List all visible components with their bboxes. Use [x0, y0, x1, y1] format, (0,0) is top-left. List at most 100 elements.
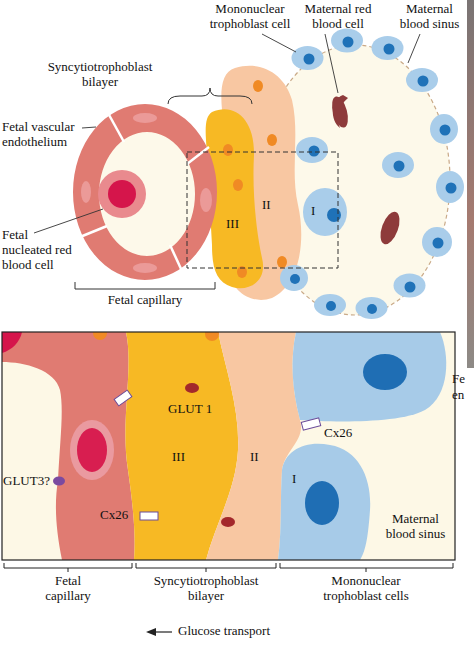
trophoblast-cell [303, 188, 347, 236]
region-label: Syncytiotrophoblast bilayer [141, 574, 271, 604]
maternal-red-cell [329, 95, 351, 130]
trophoblast-nucleus [394, 161, 405, 172]
trophoblast-nucleus [367, 304, 377, 314]
region-bracket [280, 563, 453, 572]
endothelium-nucleus [81, 113, 212, 273]
trophoblast-cell [293, 332, 447, 421]
leader-line [34, 209, 103, 233]
fetal-endothelium [73, 104, 217, 280]
protein-label: GLUT 1 [168, 402, 212, 417]
trophoblast-cell [331, 29, 363, 53]
connexin-channel [114, 390, 132, 406]
leader-line [325, 34, 338, 93]
connexin-channel [301, 418, 320, 430]
panel-border [2, 332, 455, 560]
leader-line [82, 127, 96, 128]
endothelium-cell-gap [80, 226, 107, 237]
fetal-red-cell [77, 428, 107, 472]
trophoblast-nucleus [326, 301, 336, 311]
structure-label: Mononuclear trophoblast cell [200, 2, 300, 32]
endothelium-nucleus [70, 420, 114, 480]
trophoblast-nucleus [305, 481, 339, 525]
protein-label: Cx26 [324, 426, 352, 441]
trophoblast-cell [422, 227, 452, 257]
fetal-red-cell [108, 180, 136, 208]
fetal-red-cell [98, 170, 146, 218]
connexin-channel [140, 512, 158, 520]
fetal-endothelium [2, 332, 135, 560]
fetal-red-cell [2, 332, 22, 353]
trophoblast-cell [406, 68, 438, 92]
trophoblast-nucleus [290, 37, 457, 315]
trophoblast-cell [372, 36, 404, 60]
trophoblast-cell [280, 29, 464, 320]
syncytio-nucleus [223, 80, 287, 278]
enlarged-panel [2, 332, 455, 560]
glut1-transporter [221, 517, 235, 527]
structure-label: Maternal red blood cell [298, 2, 378, 32]
trophoblast-cell [280, 265, 308, 291]
endothelium-cell-gap [170, 245, 182, 271]
zoom-box [187, 152, 338, 268]
fetal-red-cell [98, 170, 146, 218]
protein-label: Cx26 [100, 508, 128, 523]
leader-line [262, 34, 296, 52]
panel-border [2, 332, 455, 560]
trophoblast-nucleus [363, 354, 407, 390]
leader-line [408, 34, 420, 63]
trophoblast-nucleus [290, 274, 300, 284]
region-label: Maternal blood sinus [378, 512, 453, 542]
syncytio-nucleus [253, 80, 263, 92]
region-label: Mononuclear trophoblast cells [311, 574, 421, 604]
zoom-box [187, 152, 338, 268]
trophoblast-cell [356, 297, 388, 319]
endothelium-nucleus [200, 188, 212, 212]
fetal-endothelium [73, 104, 217, 280]
layer-number: III [172, 450, 185, 465]
leader-line [34, 34, 420, 233]
trophoblast-cell [430, 114, 458, 144]
direction-arrow [146, 628, 172, 636]
structure-label: Fetal vascular endothelium [2, 120, 92, 150]
region-bracket [4, 563, 453, 572]
protein-label: GLUT3? [3, 474, 50, 489]
trophoblast-cell [436, 171, 464, 203]
endothelium-cell-gap [187, 147, 209, 164]
trophoblast-nucleus [440, 125, 451, 136]
structure-label: Fetal nucleated red blood cell [2, 228, 78, 273]
endothelium-nucleus [133, 113, 157, 123]
endothelium-cell-gap [108, 113, 124, 142]
brace [75, 282, 215, 289]
layer-number: II [250, 450, 259, 465]
photo-fragment [467, 0, 474, 368]
trophoblast-nucleus [405, 282, 416, 293]
trophoblast-nucleus [304, 54, 315, 65]
brace [168, 88, 252, 104]
trophoblast-nucleus [343, 37, 354, 48]
trophoblast-nucleus [433, 238, 444, 249]
region-bracket [4, 563, 132, 572]
layer-number: I [292, 472, 296, 487]
direction-arrow [146, 628, 156, 636]
figure-fragment: Fe [452, 372, 465, 387]
trophoblast-cell [314, 294, 346, 316]
trophoblast-cell [278, 444, 370, 560]
endothelium-nucleus [133, 263, 157, 273]
glut1-transporter [185, 383, 199, 393]
syncytio-nucleus [93, 332, 107, 340]
endothelium-nucleus [81, 181, 91, 203]
trophoblast-nucleus [446, 183, 457, 194]
maternal-red-cell [329, 95, 403, 247]
process-label: Glucose transport [178, 624, 270, 639]
glut3-transporter [53, 477, 65, 486]
direction-arrow [154, 631, 172, 632]
trophoblast-nucleus [327, 208, 341, 222]
region-label: Fetal capillary [75, 293, 215, 308]
layer-number: II [262, 198, 271, 213]
trophoblast-nucleus [309, 146, 320, 157]
trophoblast-nucleus [384, 44, 395, 55]
enlarged-tissue [2, 332, 446, 560]
region-bracket [136, 563, 276, 572]
layer-number: III [226, 217, 239, 232]
